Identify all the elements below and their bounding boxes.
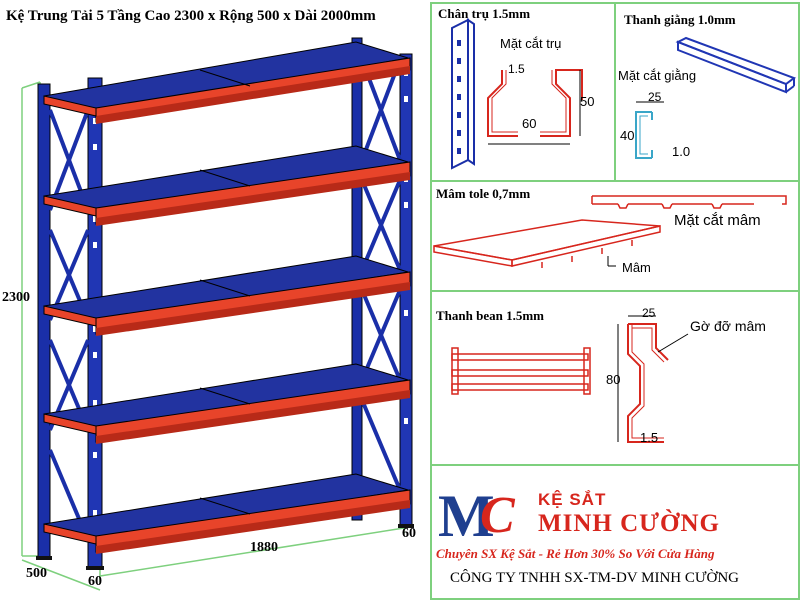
svg-text:M: M: [438, 484, 495, 544]
deck-title: Mâm tole 0,7mm: [436, 186, 531, 201]
brand-panel: [430, 464, 800, 600]
front-post-dimension: 60: [88, 574, 102, 589]
brace-thickness-dim: 1.0: [672, 144, 691, 159]
back-post-dimension: 60: [402, 526, 416, 541]
height-dimension: 2300: [2, 290, 30, 305]
deck-drawing: [433, 195, 787, 268]
upright-width-dim: 60: [522, 116, 537, 131]
brace-top-dim: 25: [648, 90, 662, 104]
deck-section-label: Mặt cắt mâm: [674, 212, 761, 229]
depth-dimension: 500: [26, 566, 47, 581]
beam-drawing: [451, 315, 689, 443]
beam-height-dim: 80: [606, 372, 621, 387]
length-dimension: 1880: [250, 540, 278, 555]
brace-drawing: [635, 36, 797, 159]
page-title: Kệ Trung Tải 5 Tầng Cao 2300 x Rộng 500 …: [6, 8, 376, 24]
brace-title: Thanh giằng 1.0mm: [624, 12, 736, 27]
deck-pointer-label: Mâm: [622, 260, 651, 275]
upright-drawing: [451, 18, 583, 170]
company-name: CÔNG TY TNHH SX-TM-DV MINH CƯỜNG: [450, 570, 740, 586]
shelving-rack-illustration: [21, 37, 414, 591]
beam-support-label: Gờ đỡ mâm: [690, 318, 766, 334]
brand-logo: M C: [438, 484, 516, 544]
upright-thickness-dim: 1.5: [508, 62, 525, 76]
brand-slogan: Chuyên SX Kệ Sắt - Rẻ Hơn 30% So Với Cửa…: [436, 546, 715, 561]
svg-text:C: C: [480, 487, 516, 544]
beam-top-dim: 25: [642, 306, 656, 320]
upright-depth-dim: 50: [580, 94, 595, 109]
upright-title: Chân trụ 1.5mm: [438, 6, 531, 21]
brand-line1: KỆ SẮT: [538, 490, 607, 509]
beam-title: Thanh bean 1.5mm: [436, 308, 544, 323]
brace-height-dim: 40: [620, 128, 635, 143]
brand-line2: MINH CƯỜNG: [538, 510, 720, 537]
beam-thickness-dim: 1.5: [640, 430, 659, 445]
brace-section-label: Mặt cắt giằng: [618, 68, 697, 83]
upright-section-label: Mặt cắt trụ: [500, 36, 562, 51]
